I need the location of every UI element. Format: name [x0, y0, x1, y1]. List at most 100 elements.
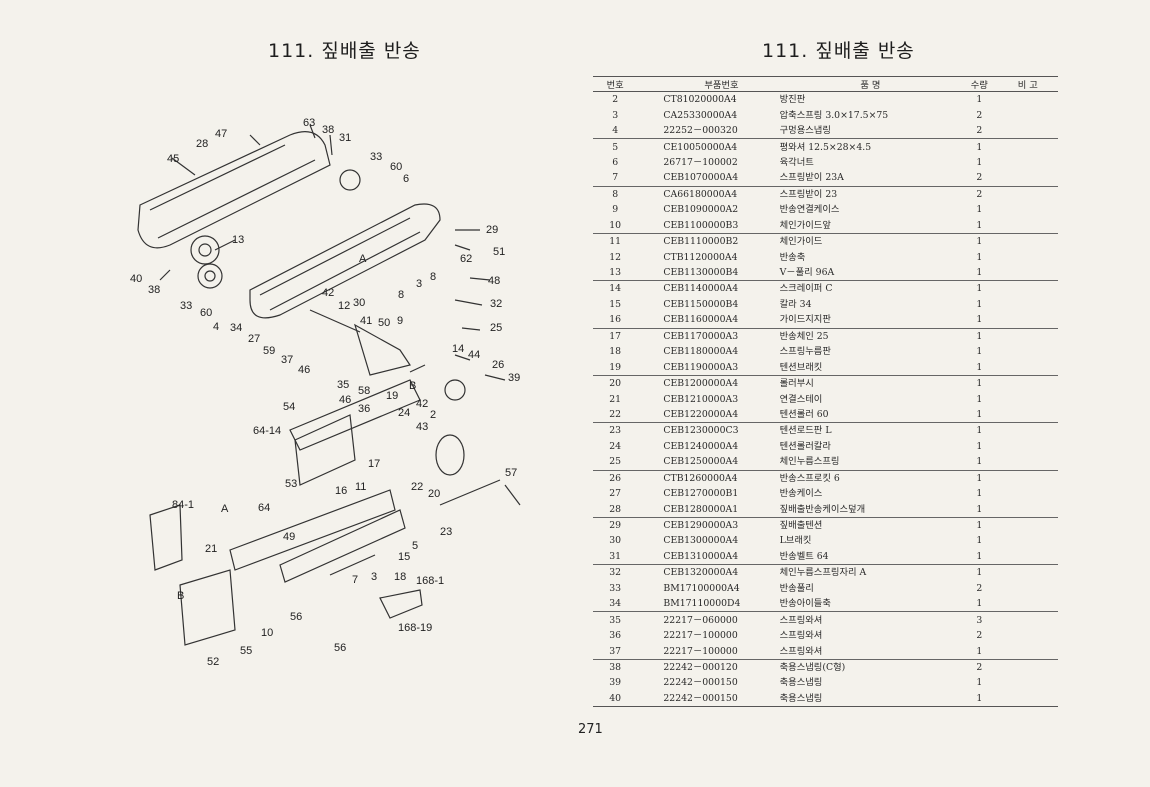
cell-no: 22 [609, 408, 622, 420]
cell-remarks [997, 344, 1058, 359]
cell-no: 27 [609, 488, 622, 500]
cell-qty: 1 [961, 138, 998, 155]
callout-label: 9 [397, 315, 403, 327]
cell-no: 34 [609, 598, 622, 610]
callout-label: 36 [358, 403, 370, 415]
cell-qty: 1 [976, 156, 983, 168]
cell-part-no: CA25330000A4 [663, 109, 738, 121]
cell-qty: 1 [961, 469, 998, 486]
cell-part-no: CEB1210000A3 [663, 393, 739, 405]
cell-name: 스크레이퍼 C [779, 280, 962, 297]
cell-no: 7 [612, 172, 619, 184]
cell-remarks [997, 359, 1058, 375]
cell-part-no: CEB1290000A3 [637, 516, 780, 534]
cell-part-no: CEB1100000B3 [663, 219, 739, 231]
cell-part-no: CA66180000A4 [637, 185, 780, 203]
cell-qty: 2 [976, 630, 983, 642]
callout-label: 8 [430, 271, 436, 283]
cell-no: 36 [609, 630, 622, 642]
cell-name: 짚배출텐션 [779, 516, 962, 534]
cell-name: 평와셔 12.5×28×4.5 [779, 138, 962, 155]
cell-part-no: CEB1170000A3 [637, 327, 780, 344]
cell-no: 4 [612, 125, 619, 137]
cell-qty: 1 [961, 422, 998, 439]
cell-no: 18 [609, 346, 622, 358]
cell-name: 텐션브래킷 [779, 361, 823, 373]
callout-label: 46 [339, 394, 351, 406]
callout-label: 21 [205, 543, 217, 555]
cell-part-no: CEB1130000B4 [663, 267, 739, 279]
cell-part-no: CT81020000A4 [663, 94, 737, 106]
cell-remarks [997, 469, 1058, 486]
callout-label: 42 [322, 287, 334, 299]
cell-remarks [997, 202, 1058, 217]
cell-qty: 3 [961, 611, 998, 628]
cell-qty: 1 [976, 677, 983, 689]
callout-label: 57 [505, 467, 517, 479]
cell-name: 압축스프링 3.0×17.5×75 [779, 109, 889, 121]
callout-label: 46 [298, 364, 310, 376]
cell-no: 15 [609, 298, 622, 310]
callout-label: 49 [283, 531, 295, 543]
cell-name: 축용스냅링(C형) [779, 658, 962, 676]
callout-label: 58 [358, 385, 370, 397]
callout-label: 26 [492, 359, 504, 371]
cell-part-no: CEB1220000A4 [663, 408, 739, 420]
page-number: 271 [578, 722, 603, 737]
cell-part-no: CEB1250000A4 [663, 456, 739, 468]
callout-label: 52 [207, 656, 219, 668]
cell-part-no: CEB1180000A4 [663, 346, 739, 358]
cell-name: 구멍용스냅링 [779, 125, 831, 137]
callout-label: 25 [490, 322, 502, 334]
callout-label: 168-19 [398, 622, 432, 634]
cell-name: 반송스프로킷 6 [779, 469, 962, 486]
callout-label: 48 [488, 275, 500, 287]
cell-part-no: CEB1270000B1 [663, 488, 739, 500]
cell-no: 17 [593, 327, 638, 344]
header-part-no: 부품번호 [637, 76, 780, 92]
cell-part-no: CEB1160000A4 [663, 314, 739, 326]
cell-name: L브래킷 [779, 535, 812, 547]
cell-qty: 1 [976, 488, 983, 500]
cell-no: 12 [609, 251, 622, 263]
cell-remarks [997, 374, 1058, 392]
cell-part-no: CEB1140000A4 [637, 280, 780, 297]
cell-qty: 2 [976, 172, 983, 184]
cell-part-no: CTB1120000A4 [663, 251, 738, 263]
cell-no: 40 [593, 690, 638, 708]
callout-label: 44 [468, 349, 480, 361]
callout-label: 56 [290, 611, 302, 623]
callout-label: 35 [337, 379, 349, 391]
callout-label: 64-14 [253, 425, 281, 437]
cell-name: 롤러부시 [779, 374, 962, 392]
callout-label: 16 [335, 485, 347, 497]
callout-label: 62 [460, 253, 472, 265]
callout-label: 37 [281, 354, 293, 366]
cell-no: 2 [612, 94, 619, 106]
cell-remarks [997, 454, 1058, 470]
cell-part-no: CEB1070000A4 [663, 172, 739, 184]
cell-name: 텐션롤러 60 [779, 408, 829, 420]
cell-no: 30 [609, 535, 622, 547]
cell-no: 35 [593, 611, 638, 628]
page-title-left: 111. 짚배출 반송 [268, 40, 421, 62]
table-header-row: 번호 부품번호 품 명 수량 비 고 [593, 76, 1058, 92]
callout-label: 27 [248, 333, 260, 345]
cell-name: 반송아이들축 [779, 598, 831, 610]
cell-name: 반송연결케이스 [779, 204, 840, 216]
cell-remarks [997, 486, 1058, 501]
cell-remarks [997, 265, 1058, 281]
